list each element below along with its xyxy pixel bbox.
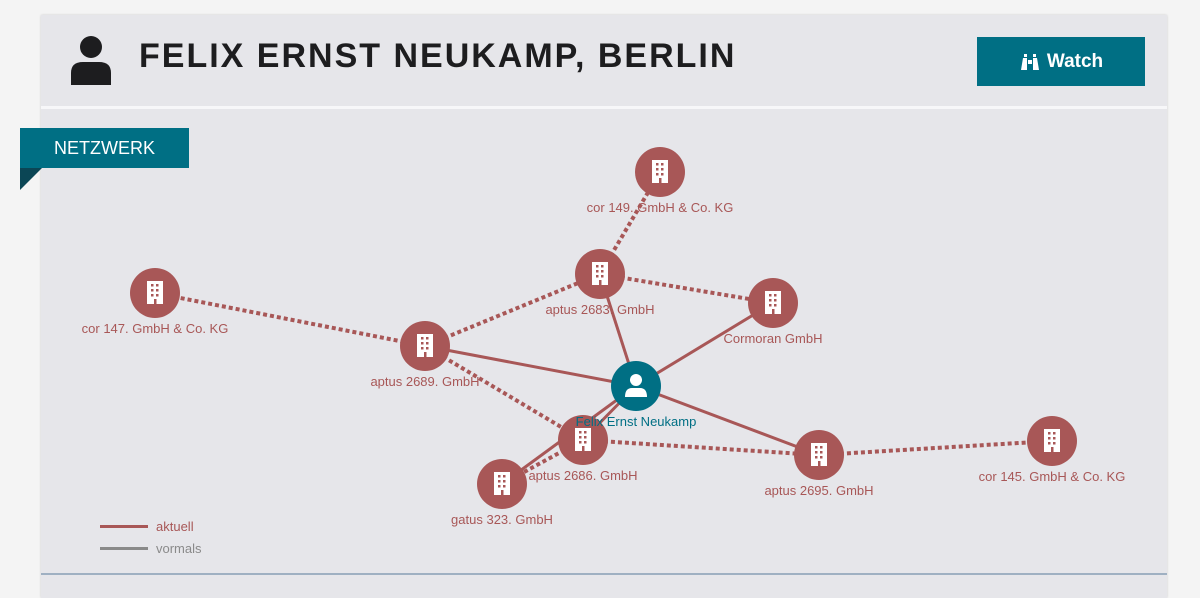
- node-label: gatus 323. GmbH: [451, 512, 553, 527]
- edge-dotted: [423, 344, 585, 442]
- node-layer: [130, 147, 1077, 509]
- node-label: cor 145. GmbH & Co. KG: [979, 469, 1126, 484]
- building-icon: [494, 472, 510, 495]
- building-icon: [652, 160, 668, 183]
- node-label: aptus 2695. GmbH: [764, 483, 873, 498]
- node-label: aptus 2689. GmbH: [370, 374, 479, 389]
- legend-swatch: [100, 524, 148, 528]
- company-node[interactable]: [1027, 416, 1077, 466]
- edge-dotted: [424, 272, 601, 348]
- company-node[interactable]: [748, 278, 798, 328]
- company-node[interactable]: [575, 249, 625, 299]
- node-label: cor 149. GmbH & Co. KG: [587, 200, 734, 215]
- watch-button[interactable]: Watch: [977, 37, 1145, 86]
- person-icon: [625, 374, 647, 397]
- edge-dotted: [154, 291, 426, 348]
- page-title: FELIX ERNST NEUKAMP, BERLIN: [139, 37, 737, 75]
- company-node[interactable]: [477, 459, 527, 509]
- edge-solid: [635, 301, 774, 388]
- company-node[interactable]: [130, 268, 180, 318]
- building-icon: [147, 281, 163, 304]
- node-label: Cormoran GmbH: [724, 331, 823, 346]
- label-layer: Felix Ernst Neukamp aptus 2683. GmbH cor 1…: [82, 200, 1126, 527]
- legend: aktuell vormals: [100, 515, 202, 559]
- company-node[interactable]: [794, 430, 844, 480]
- building-icon: [417, 334, 433, 357]
- watch-label: Watch: [1046, 50, 1104, 72]
- node-label: aptus 2683. GmbH: [545, 302, 654, 317]
- person-icon: [71, 36, 111, 85]
- binoculars-icon: [1020, 53, 1039, 70]
- profile-card: FELIX ERNST NEUKAMP, BERLIN Watch: [41, 15, 1167, 598]
- person-node[interactable]: [611, 361, 661, 411]
- legend-label: vormals: [156, 540, 202, 556]
- legend-label: aktuell: [156, 518, 194, 534]
- edge-layer: [154, 170, 1053, 486]
- edge-dotted: [599, 272, 774, 305]
- edge-dotted: [818, 439, 1053, 457]
- company-node[interactable]: [400, 321, 450, 371]
- node-label: aptus 2686. GmbH: [528, 468, 637, 483]
- building-icon: [765, 291, 781, 314]
- building-icon: [1044, 429, 1060, 452]
- node-label: cor 147. GmbH & Co. KG: [82, 321, 229, 336]
- node-label: Felix Ernst Neukamp: [576, 414, 697, 429]
- building-icon: [575, 428, 591, 451]
- legend-current: aktuell: [100, 515, 202, 537]
- ribbon-fold: [20, 168, 42, 190]
- divider: [41, 573, 1167, 575]
- building-icon: [592, 262, 608, 285]
- edge-dotted: [582, 438, 820, 457]
- legend-former: vormals: [100, 537, 202, 559]
- company-node[interactable]: [558, 415, 608, 465]
- company-node[interactable]: [635, 147, 685, 197]
- building-icon: [811, 443, 827, 466]
- section-ribbon: NETZWERK: [20, 128, 189, 168]
- edge-solid: [635, 384, 820, 457]
- legend-swatch: [100, 546, 148, 550]
- header: FELIX ERNST NEUKAMP, BERLIN Watch: [41, 15, 1167, 109]
- edge-solid: [424, 344, 637, 388]
